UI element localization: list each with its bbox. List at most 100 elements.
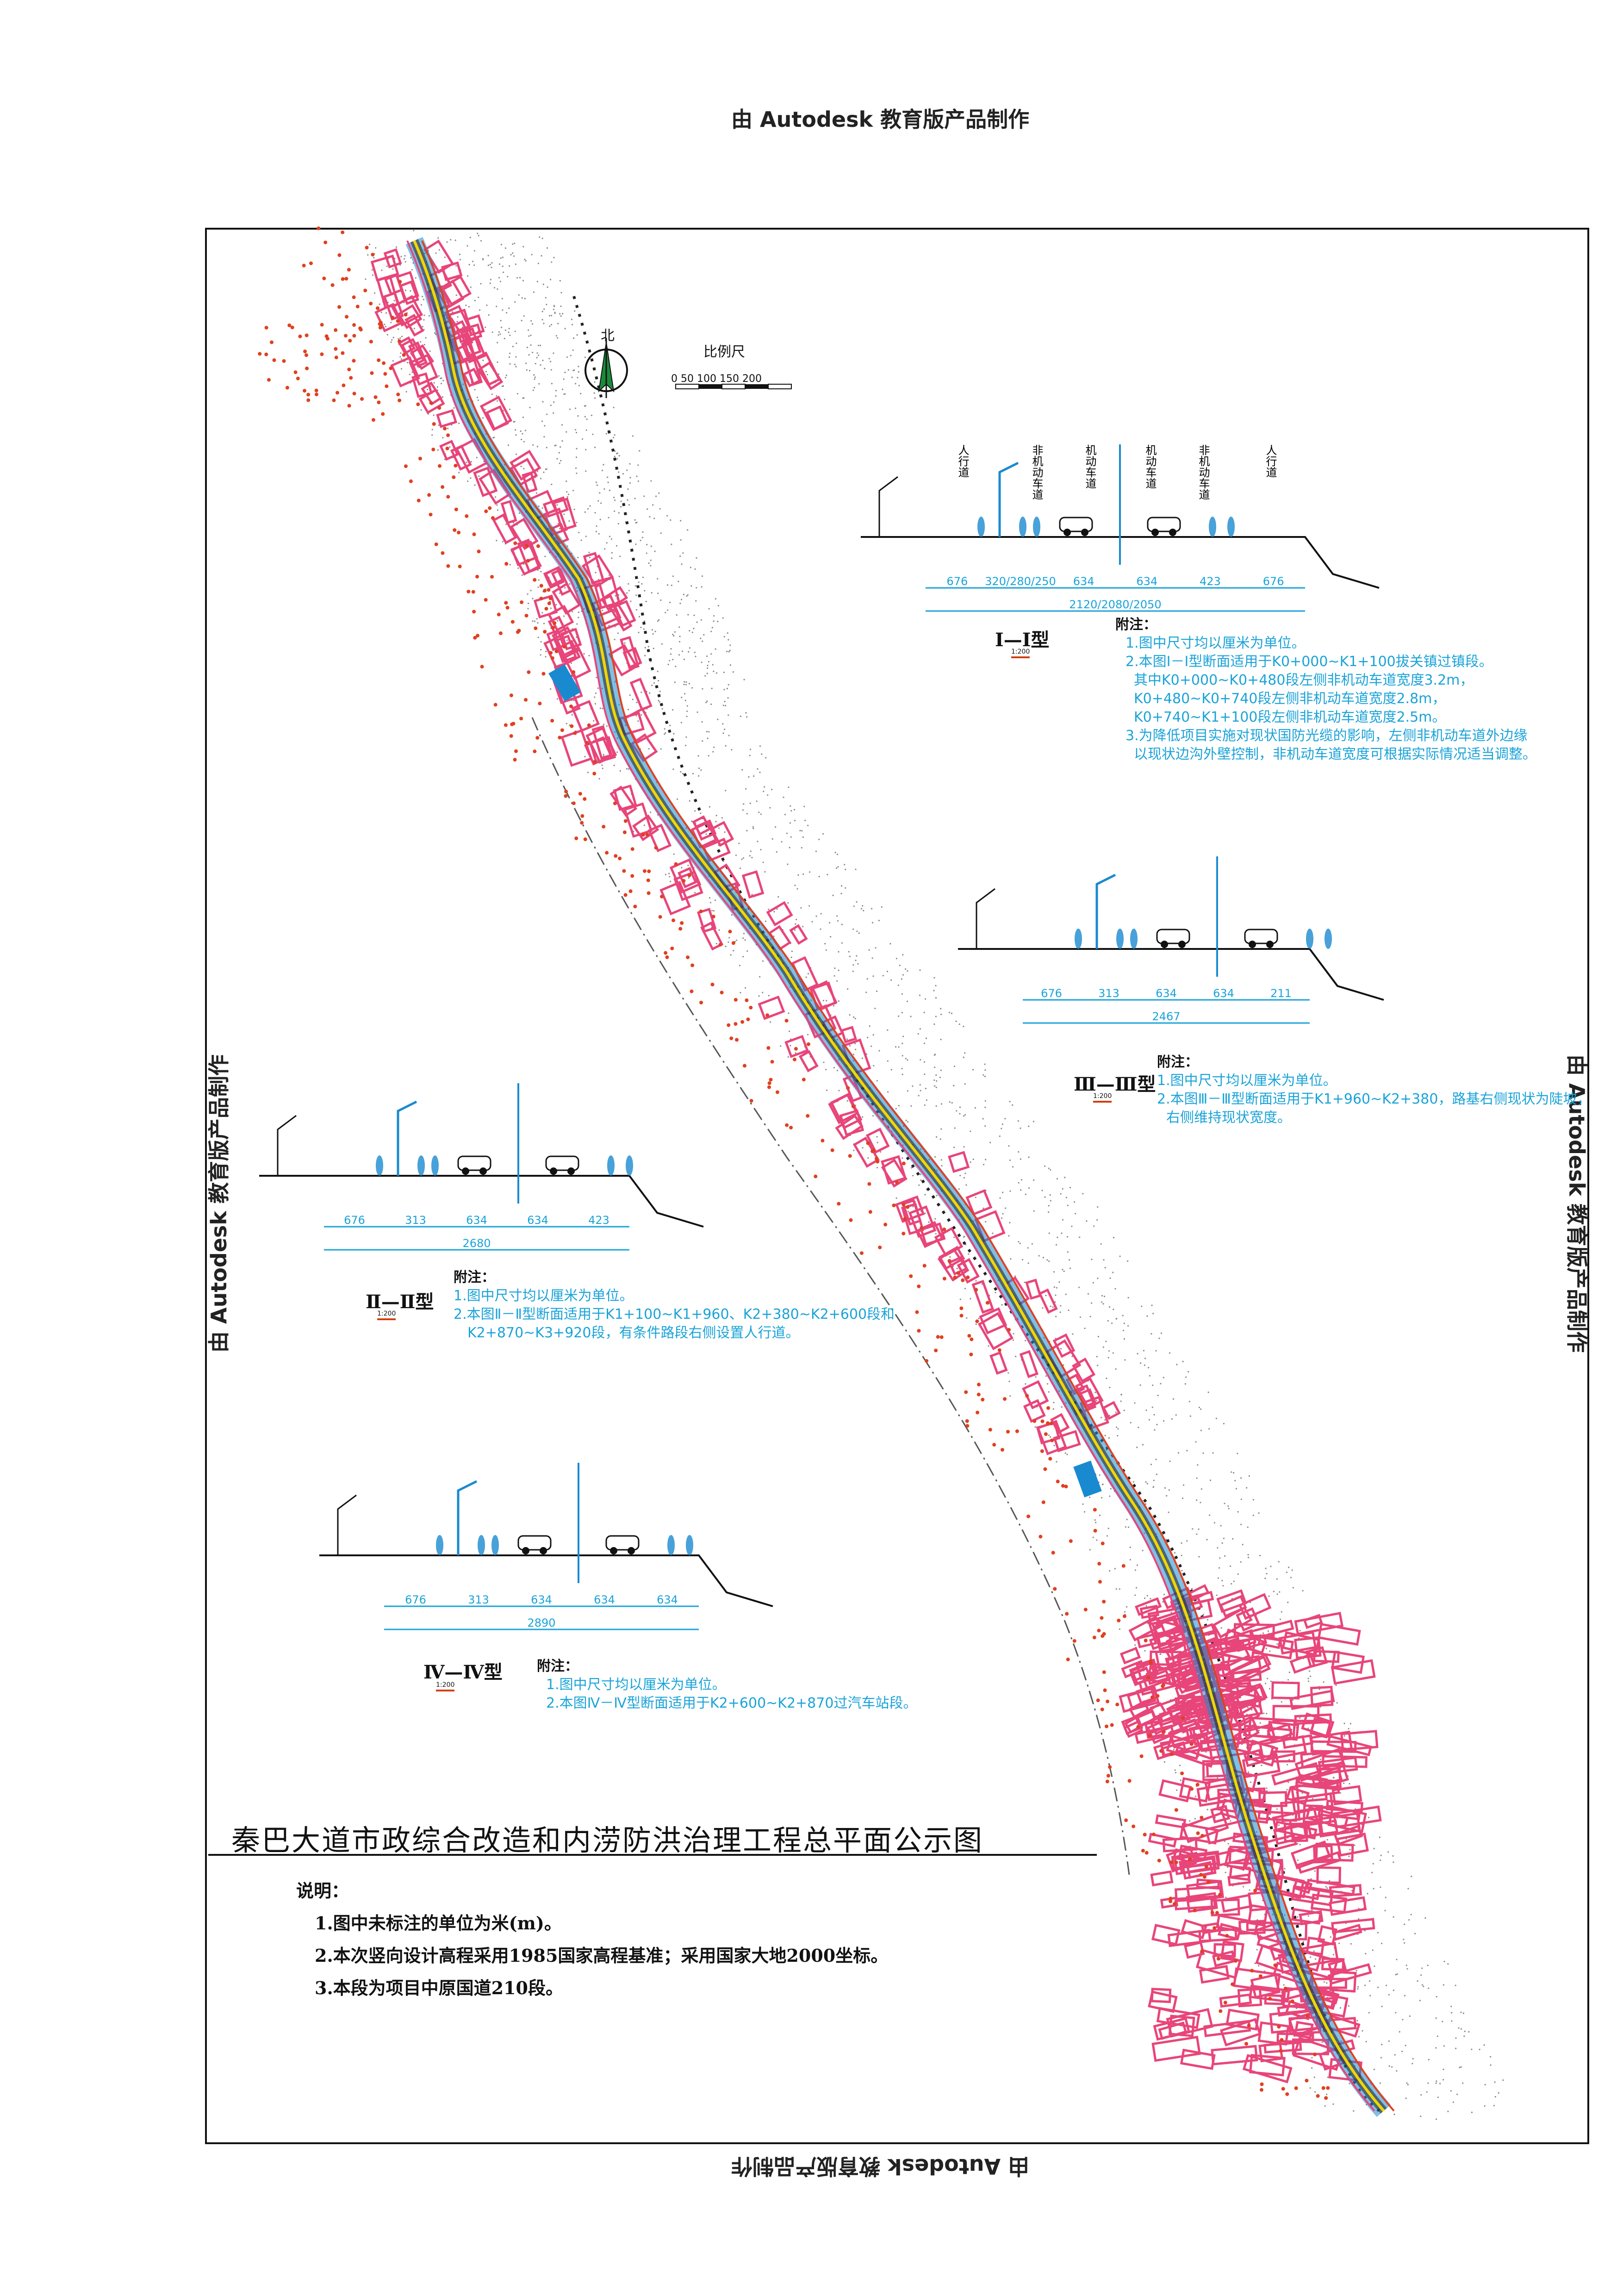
terrain-dot (765, 920, 767, 922)
terrain-dot (1462, 2082, 1464, 2084)
survey-point (1108, 1765, 1112, 1769)
terrain-dot (687, 865, 689, 867)
terrain-dot (1297, 1843, 1299, 1845)
survey-point (769, 1078, 773, 1082)
terrain-dot (1100, 1416, 1102, 1418)
terrain-dot (951, 1012, 953, 1014)
terrain-dot (493, 287, 496, 289)
terrain-dot (482, 258, 484, 260)
terrain-dot (1276, 1593, 1278, 1595)
terrain-dot (674, 681, 676, 683)
terrain-dot (614, 510, 616, 512)
terrain-dot (1349, 1723, 1351, 1725)
wheel-icon (1161, 941, 1168, 948)
survey-point (505, 605, 510, 610)
terrain-dot (659, 691, 661, 693)
survey-point (572, 801, 576, 805)
pedestrian-icon (376, 1155, 383, 1176)
survey-point (1190, 1787, 1194, 1791)
terrain-dot (505, 374, 507, 376)
terrain-dot (1054, 1301, 1056, 1303)
terrain-dot (709, 897, 710, 899)
survey-point (1321, 2086, 1325, 2090)
terrain-dot (934, 1085, 936, 1087)
survey-point (324, 334, 329, 338)
terrain-dot (1307, 1915, 1309, 1917)
terrain-dot (685, 684, 687, 686)
terrain-dot (1113, 1309, 1114, 1310)
survey-point (504, 723, 508, 727)
terrain-dot (855, 868, 857, 870)
terrain-dot (1343, 1782, 1345, 1784)
terrain-dot (611, 557, 613, 559)
survey-point (431, 448, 435, 452)
terrain-dot (679, 602, 681, 605)
terrain-dot (1112, 1352, 1114, 1354)
survey-point (874, 1156, 878, 1160)
terrain-dot (1155, 1459, 1157, 1460)
terrain-dot (1369, 1995, 1371, 1997)
terrain-dot (1196, 1533, 1198, 1535)
survey-point (967, 1334, 971, 1338)
terrain-dot (550, 324, 553, 325)
terrain-dot (1141, 1305, 1143, 1307)
terrain-dot (1015, 1355, 1017, 1357)
note-line: 2.本图Ⅲ－Ⅲ型断面适用于K1+960~K2+380，路基右侧现状为陡坡， (1157, 1091, 1591, 1107)
terrain-dot (1145, 1409, 1147, 1411)
terrain-dot (1421, 1984, 1423, 1986)
lane-label: 人行道 (956, 444, 969, 478)
terrain-dot (736, 939, 738, 941)
building-outline (1317, 1622, 1361, 1646)
terrain-dot (540, 478, 542, 480)
survey-point (1051, 1551, 1055, 1555)
terrain-dot (1419, 2000, 1421, 2002)
terrain-dot (715, 942, 717, 945)
terrain-dot (1326, 1887, 1328, 1889)
terrain-dot (1268, 1595, 1270, 1597)
survey-point (623, 819, 628, 823)
dimension-label: 313 (468, 1593, 489, 1606)
terrain-dot (541, 420, 543, 422)
survey-point (1025, 1394, 1029, 1398)
terrain-dot (907, 1059, 908, 1061)
terrain-dot (1145, 1605, 1147, 1607)
terrain-dot (381, 269, 383, 271)
survey-point (290, 325, 294, 330)
terrain-dot (1420, 2094, 1422, 2096)
terrain-dot (802, 873, 804, 875)
terrain-dot (1262, 1632, 1264, 1634)
terrain-dot (1233, 1472, 1235, 1474)
terrain-dot (902, 974, 904, 976)
terrain-dot (682, 773, 684, 774)
terrain-dot (537, 262, 540, 264)
terrain-dot (533, 374, 535, 376)
terrain-dot (415, 277, 417, 279)
terrain-dot (1409, 2015, 1411, 2017)
survey-point (883, 1223, 888, 1227)
terrain-dot (660, 748, 662, 750)
survey-point (334, 347, 338, 351)
terrain-dot (1001, 1123, 1003, 1125)
terrain-dot (1248, 1771, 1250, 1773)
survey-point (527, 670, 531, 674)
terrain-dot (1108, 1350, 1110, 1352)
terrain-dot (1056, 1178, 1058, 1180)
survey-point (473, 636, 477, 640)
terrain-dot (1148, 1366, 1150, 1369)
survey-point (409, 479, 413, 483)
terrain-dot (1124, 1611, 1126, 1613)
pedestrian-icon (1306, 929, 1313, 949)
survey-point (939, 1335, 944, 1339)
terrain-dot (871, 1045, 872, 1047)
terrain-dot (807, 824, 809, 826)
terrain-dot (714, 899, 716, 901)
note-line: 其中K0+000~K0+480段左侧非机动车道宽度3.2m， (1134, 672, 1474, 688)
survey-point (583, 797, 587, 801)
terrain-dot (840, 892, 842, 894)
survey-point (1050, 1421, 1054, 1425)
building-outline (1175, 1705, 1202, 1730)
terrain-dot (1310, 1878, 1312, 1880)
terrain-dot (687, 594, 689, 596)
terrain-dot (560, 315, 562, 317)
terrain-dot (548, 358, 550, 360)
